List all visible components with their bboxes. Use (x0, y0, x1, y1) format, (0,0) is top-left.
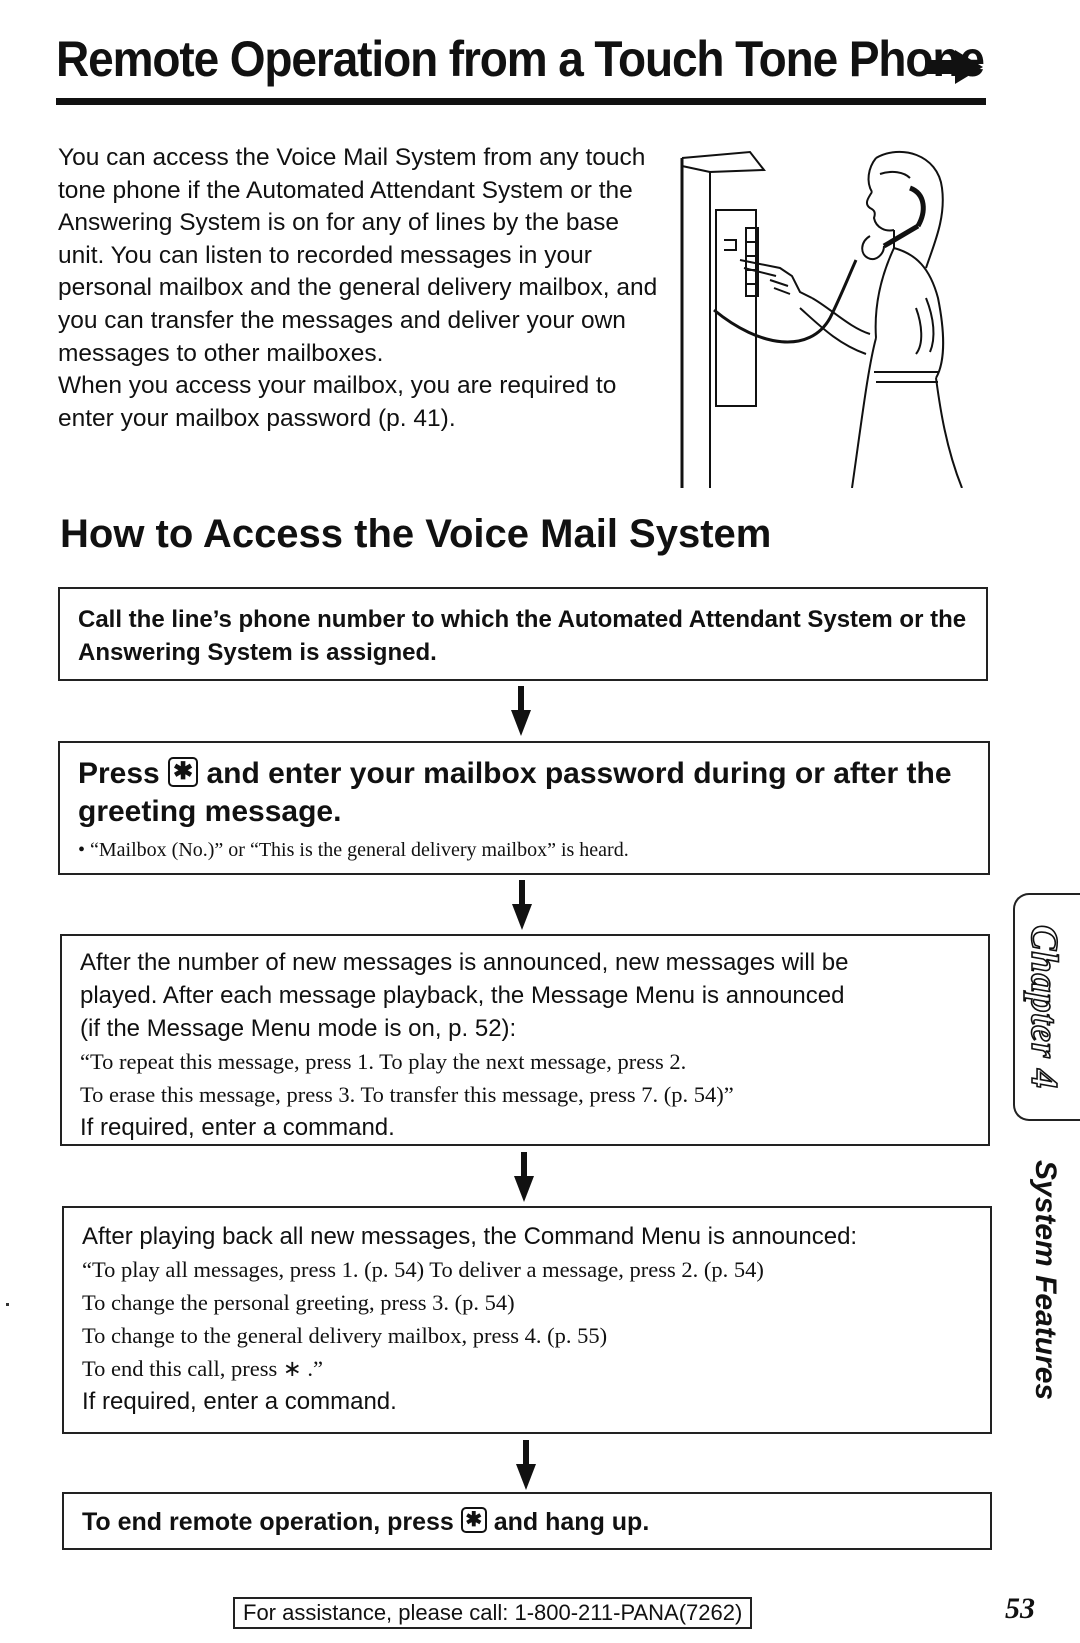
intro-paragraph-2: When you access your mailbox, you are re… (58, 372, 617, 432)
step5-before: To end remote operation, press (82, 1508, 454, 1536)
step2-note: • “Mailbox (No.)” or “This is the genera… (78, 839, 629, 861)
step-message-menu: After the number of new messages is anno… (60, 934, 990, 1146)
right-arrow-icon (927, 50, 983, 84)
step3-line6: If required, enter a command. (80, 1114, 395, 1141)
step3-line1: After the number of new messages is anno… (80, 949, 849, 976)
step1-text: Call the line’s phone number to which th… (78, 606, 967, 666)
step2-press: Press (78, 757, 160, 790)
chapter-label: Chapter 4 (1022, 924, 1066, 1090)
step3-line5: To erase this message, press 3. To trans… (80, 1082, 734, 1107)
step5-text: To end remote operation, press ✱ and han… (82, 1504, 972, 1540)
section-label-system-features: System Features (1029, 1160, 1062, 1401)
down-arrow-icon (512, 880, 532, 930)
assistance-box: For assistance, please call: 1-800-211-P… (233, 1597, 753, 1629)
intro-text: You can access the Voice Mail System fro… (58, 142, 658, 435)
step4-line4: To change to the general delivery mailbo… (82, 1323, 608, 1348)
page-title: Remote Operation from a Touch Tone Phone (56, 31, 985, 87)
step-call-line: Call the line’s phone number to which th… (58, 587, 988, 681)
title-rule (56, 98, 986, 105)
woman-on-phone-illustration (680, 150, 963, 488)
step4-line2: “To play all messages, press 1. (p. 54) … (82, 1257, 764, 1282)
chapter-tab (1013, 893, 1080, 1121)
step2-instruction: Press ✱ and enter your mailbox password … (78, 755, 970, 831)
down-arrow-icon (516, 1440, 536, 1490)
down-arrow-icon (511, 686, 531, 736)
step5-after: and hang up. (493, 1508, 650, 1536)
step4-line3: To change the personal greeting, press 3… (82, 1290, 515, 1315)
scan-speck (6, 1303, 9, 1306)
step2-rest: and enter your mailbox password during o… (78, 757, 952, 828)
step4-line6: If required, enter a command. (82, 1388, 397, 1415)
intro-paragraph-1: You can access the Voice Mail System fro… (58, 144, 658, 367)
star-key-icon: ✱ (168, 757, 199, 788)
step-command-menu: After playing back all new messages, the… (62, 1206, 992, 1434)
page-number: 53 (1005, 1592, 1035, 1625)
section-heading: How to Access the Voice Mail System (60, 512, 772, 556)
step3-line2: played. After each message playback, the… (80, 982, 845, 1009)
step4-line1: After playing back all new messages, the… (82, 1223, 858, 1250)
step-end-operation: To end remote operation, press ✱ and han… (62, 1492, 992, 1550)
step3-line4: “To repeat this message, press 1. To pla… (80, 1049, 687, 1074)
step3-line3: (if the Message Menu mode is on, p. 52): (80, 1015, 517, 1042)
step-enter-password: Press ✱ and enter your mailbox password … (58, 741, 990, 875)
star-key-icon: ✱ (460, 1507, 487, 1534)
down-arrow-icon (514, 1152, 534, 1202)
step4-line5: To end this call, press ∗ .” (82, 1356, 323, 1381)
